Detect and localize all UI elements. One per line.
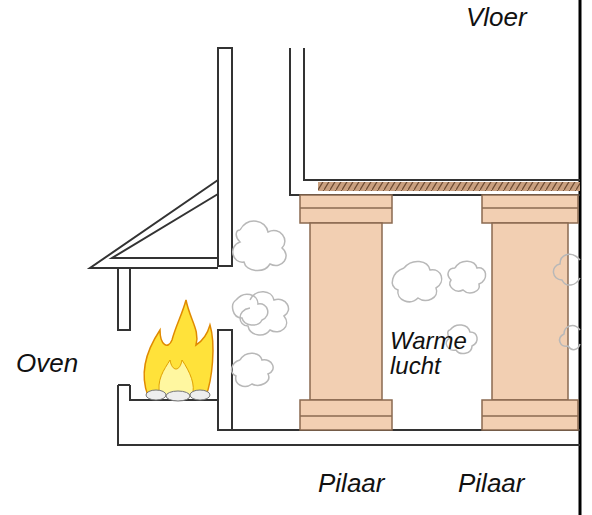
oven-wall	[218, 330, 232, 430]
floor-label: Vloer	[466, 4, 527, 31]
chimney-wall	[218, 48, 232, 266]
roof	[90, 180, 218, 268]
pillar-label: Pilaar	[318, 470, 384, 497]
fire	[144, 300, 213, 401]
oven-wall	[118, 268, 130, 330]
warm-air-cloud	[232, 221, 580, 386]
pillar	[300, 195, 392, 430]
floor-hatching	[318, 182, 580, 191]
pillar	[482, 195, 578, 430]
pillar-label: Pilaar	[458, 470, 524, 497]
floor-slab	[290, 48, 580, 195]
warm-air-label: Warme lucht	[390, 328, 486, 378]
border-line	[579, 0, 582, 515]
oven-label: Oven	[16, 350, 78, 377]
